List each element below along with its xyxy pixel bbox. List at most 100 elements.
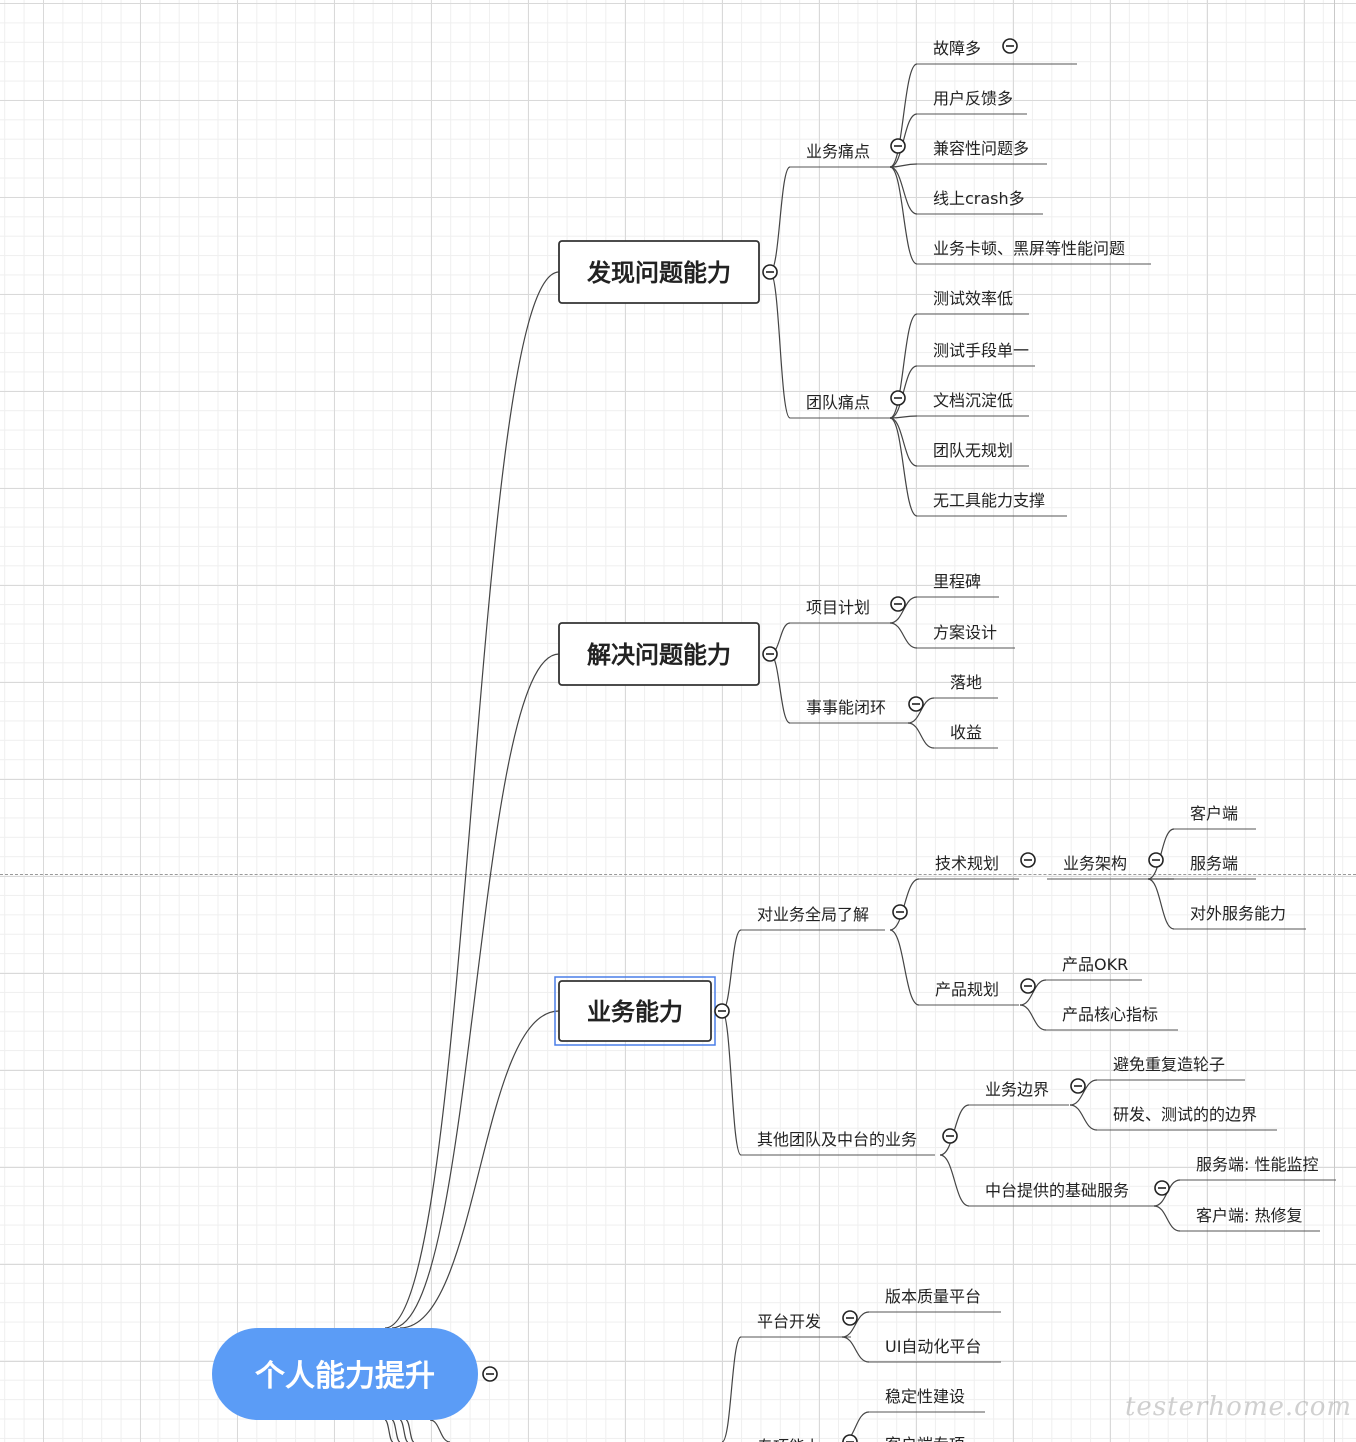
leaf-business-4[interactable]: 业务卡顿、黑屏等性能问题 (933, 239, 1125, 258)
leaf-business-0[interactable]: 故障多 (933, 39, 981, 58)
leaf-client-special[interactable]: 客户端专项 (885, 1435, 965, 1442)
topic-other-teams[interactable]: 其他团队及中台的业务 (757, 1130, 917, 1149)
topic-special-skills[interactable]: 专项能力 (757, 1437, 821, 1442)
topic-tech-planning[interactable]: 技术规划 (935, 854, 999, 873)
collapse-icon-closed-loop[interactable] (908, 696, 924, 712)
leaf-benefit[interactable]: 收益 (950, 723, 982, 742)
root-down-1 (391, 1419, 401, 1442)
topic-global-understanding[interactable]: 对业务全局了解 (757, 905, 869, 924)
root-node[interactable] (212, 1328, 478, 1420)
collapse-icon-project-plan[interactable] (890, 596, 906, 612)
topic-middle-platform[interactable]: 中台提供的基础服务 (985, 1181, 1129, 1200)
collapse-icon-middle-platform[interactable] (1154, 1180, 1170, 1196)
branch-collapse-icon-1[interactable] (762, 646, 778, 662)
leaf-product-1[interactable]: 产品核心指标 (1062, 1005, 1158, 1024)
collapse-icon-business-arch[interactable] (1148, 852, 1164, 868)
leaf-arch-2[interactable]: 对外服务能力 (1190, 904, 1286, 923)
connector (1147, 878, 1175, 930)
connector (889, 929, 920, 1006)
connector (1019, 979, 1047, 1006)
collapse-icon-boundary[interactable] (1070, 1078, 1086, 1094)
collapse-icon-global[interactable] (892, 904, 908, 920)
topic-team-pain[interactable]: 团队痛点 (806, 393, 870, 412)
leaf-stability[interactable]: 稳定性建设 (885, 1387, 965, 1406)
topic-closed-loop[interactable]: 事事能闭环 (806, 698, 886, 717)
root-title[interactable]: 个人能力提升 (255, 1359, 435, 1394)
connector (1147, 828, 1175, 880)
topic-business-boundary[interactable]: 业务边界 (985, 1080, 1049, 1099)
leaf-team-4[interactable]: 无工具能力支撑 (933, 491, 1045, 510)
branch-title-2[interactable]: 业务能力 (587, 998, 683, 1026)
leaf-platform-dev-0[interactable]: 版本质量平台 (885, 1287, 981, 1306)
root-collapse-icon[interactable] (482, 1366, 498, 1382)
leaf-team-1[interactable]: 测试手段单一 (933, 341, 1029, 360)
leaf-platform-dev-1[interactable]: UI自动化平台 (885, 1337, 981, 1356)
leaf-team-3[interactable]: 团队无规划 (933, 441, 1013, 460)
leaf-solution-design[interactable]: 方案设计 (933, 623, 997, 642)
connector (721, 1336, 742, 1442)
root-to-branch-3 (429, 1419, 451, 1442)
topic-business-arch[interactable]: 业务架构 (1063, 854, 1127, 873)
connector (889, 163, 918, 168)
branch-title-1[interactable]: 解决问题能力 (587, 641, 731, 669)
collapse-icon-team-pain[interactable] (890, 390, 906, 406)
connector (889, 622, 918, 649)
branch-box-2[interactable] (558, 980, 712, 1042)
collapse-icon-business-pain[interactable] (890, 138, 906, 154)
connector-lines (384, 63, 1336, 1442)
root-down-2 (399, 1419, 409, 1442)
leaf-arch-0[interactable]: 客户端 (1190, 804, 1238, 823)
leaf-business-1[interactable]: 用户反馈多 (933, 89, 1013, 108)
connector (889, 596, 918, 624)
connector (889, 166, 918, 265)
collapse-icon-platform-dev[interactable] (842, 1310, 858, 1326)
connector (889, 417, 918, 517)
root-down-0 (384, 1419, 394, 1442)
leaf-product-0[interactable]: 产品OKR (1062, 955, 1128, 974)
connector (907, 697, 935, 724)
connector (769, 166, 791, 273)
connector (721, 1010, 742, 1156)
connector (889, 878, 920, 931)
connector (1153, 1205, 1181, 1232)
connector (769, 271, 791, 419)
branch-box-0[interactable] (558, 240, 760, 304)
connector (889, 365, 918, 419)
collapse-icon-special-skills[interactable] (842, 1434, 858, 1442)
branch-title-0[interactable]: 发现问题能力 (586, 259, 731, 287)
root-to-branch-0 (384, 271, 560, 1329)
page-edge-line (1334, 0, 1335, 1442)
connector (939, 1154, 970, 1207)
collapse-icon-faults[interactable] (1002, 38, 1018, 54)
root-to-branch-2 (399, 1010, 560, 1329)
leaf-boundary-0[interactable]: 避免重复造轮子 (1113, 1055, 1225, 1074)
collapse-icon-product-planning[interactable] (1020, 978, 1036, 994)
leaf-milestone[interactable]: 里程碑 (933, 572, 981, 591)
connector (889, 417, 918, 467)
leaf-team-0[interactable]: 测试效率低 (933, 289, 1013, 308)
collapse-icon-other-teams[interactable] (942, 1128, 958, 1144)
leaf-business-2[interactable]: 兼容性问题多 (933, 139, 1029, 158)
connector (907, 722, 935, 749)
connector (1019, 1004, 1047, 1031)
branch-collapse-icon-2[interactable] (714, 1003, 730, 1019)
leaf-platform-0[interactable]: 服务端: 性能监控 (1196, 1155, 1318, 1174)
branch-collapse-icon-0[interactable] (762, 264, 778, 280)
topic-project-plan[interactable]: 项目计划 (806, 598, 870, 617)
connector (889, 313, 918, 419)
leaf-team-2[interactable]: 文档沉淀低 (933, 391, 1013, 410)
connector (889, 63, 918, 168)
leaf-platform-1[interactable]: 客户端: 热修复 (1196, 1206, 1302, 1225)
branch-box-1[interactable] (558, 622, 760, 686)
collapse-icon-tech-planning[interactable] (1020, 852, 1036, 868)
leaf-arch-1[interactable]: 服务端 (1190, 854, 1238, 873)
leaf-landing[interactable]: 落地 (950, 673, 982, 692)
topic-product-planning[interactable]: 产品规划 (935, 980, 999, 999)
root-down-3 (405, 1419, 415, 1442)
topic-platform-dev[interactable]: 平台开发 (757, 1312, 821, 1331)
topic-business-pain[interactable]: 业务痛点 (806, 142, 870, 161)
leaf-boundary-1[interactable]: 研发、测试的的边界 (1113, 1105, 1257, 1124)
page-break-line (0, 874, 1356, 875)
leaf-business-3[interactable]: 线上crash多 (933, 189, 1025, 208)
connector (841, 1336, 870, 1363)
